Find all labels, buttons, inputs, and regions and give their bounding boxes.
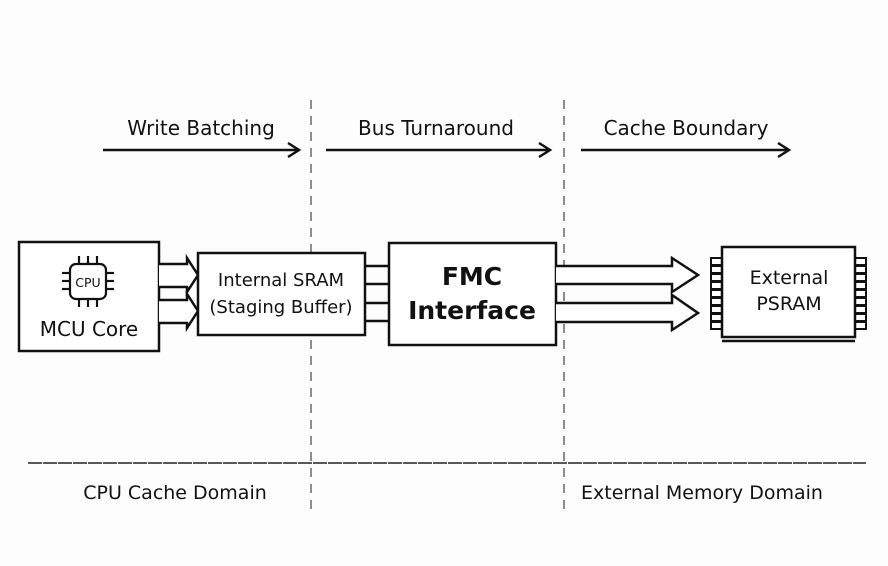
sram-label-line1: Internal SRAM <box>218 270 344 291</box>
psram-label-line2: PSRAM <box>756 293 821 315</box>
sram-to-fmc-bus <box>365 264 389 323</box>
cpu-icon-text: CPU <box>75 275 100 290</box>
fmc-to-psram-arrows <box>556 255 701 333</box>
phase-label-write-batching: Write Batching <box>127 116 275 140</box>
sram-label-line2: (Staging Buffer) <box>209 297 352 318</box>
phase-arrow-bus-turnaround <box>326 141 553 159</box>
phase-label-bus-turnaround: Bus Turnaround <box>358 116 514 140</box>
fmc-label-line2: Interface <box>408 296 536 325</box>
mcu-core-label: MCU Core <box>40 317 139 341</box>
mcu-to-sram-arrows <box>159 253 200 333</box>
fmc-label-line1: FMC <box>442 262 502 291</box>
domain-label-cpu-cache: CPU Cache Domain <box>83 482 267 504</box>
phase-arrow-cache-boundary <box>581 141 792 159</box>
psram-label-line1: External <box>750 267 829 289</box>
phase-arrow-write-batching <box>103 141 302 159</box>
phase-label-cache-boundary: Cache Boundary <box>604 116 769 140</box>
domain-label-external-memory: External Memory Domain <box>581 482 823 504</box>
cpu-chip-icon <box>62 256 114 307</box>
fmc-interface-block <box>387 241 558 347</box>
memory-chip-icon <box>710 245 867 343</box>
internal-sram-block <box>196 251 367 337</box>
